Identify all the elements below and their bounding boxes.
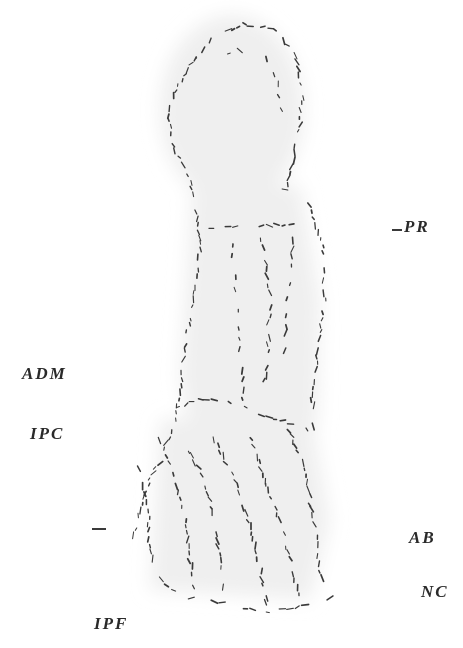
label-pr: PR	[404, 217, 430, 237]
pointer-tick-left	[92, 528, 106, 530]
shading	[150, 15, 330, 600]
pointer-tick-pr	[392, 229, 402, 231]
label-nc: NC	[421, 582, 449, 602]
label-ab: AB	[409, 528, 436, 548]
label-ipc: IPC	[30, 424, 64, 444]
label-ipf: IPF	[94, 614, 128, 634]
label-adm: ADM	[22, 364, 67, 384]
